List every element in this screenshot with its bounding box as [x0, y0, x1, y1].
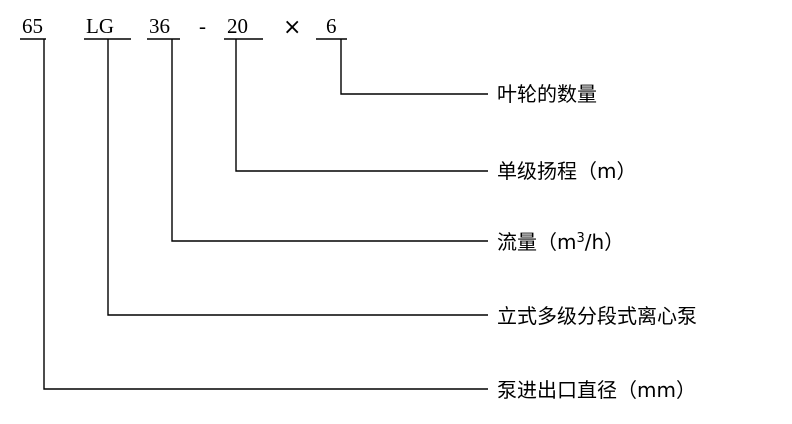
label-flow-suffix: /h） — [585, 230, 624, 254]
leader-line-stages — [340, 39, 488, 95]
label-stages: 叶轮的数量 — [497, 82, 597, 106]
code-part-stages: 6 — [326, 14, 337, 38]
leader-line-type — [107, 39, 488, 316]
leader-line-inlet — [43, 39, 488, 390]
label-inlet: 泵进出口直径（mm） — [497, 378, 696, 402]
code-part-inlet: 65 — [22, 14, 43, 38]
label-head: 单级扬程（m） — [497, 159, 636, 183]
model-code: 65 LG 36 - 20 × 6 — [22, 14, 337, 40]
code-dash: - — [199, 14, 206, 38]
code-times-sign: × — [283, 15, 301, 40]
code-part-flow: 36 — [149, 14, 170, 38]
leader-line-flow — [171, 39, 488, 242]
code-part-head: 20 — [227, 14, 248, 38]
code-part-type: LG — [86, 14, 114, 38]
leader-lines — [43, 39, 488, 390]
labels: 叶轮的数量 单级扬程（m） 流量（m3/h） 立式多级分段式离心泵 泵进出口直径… — [497, 82, 697, 402]
label-flow-prefix: 流量（m — [497, 230, 576, 254]
label-flow: 流量（m3/h） — [497, 230, 624, 254]
leader-line-head — [235, 39, 488, 172]
label-flow-superscript: 3 — [576, 231, 584, 246]
label-type: 立式多级分段式离心泵 — [497, 304, 697, 328]
